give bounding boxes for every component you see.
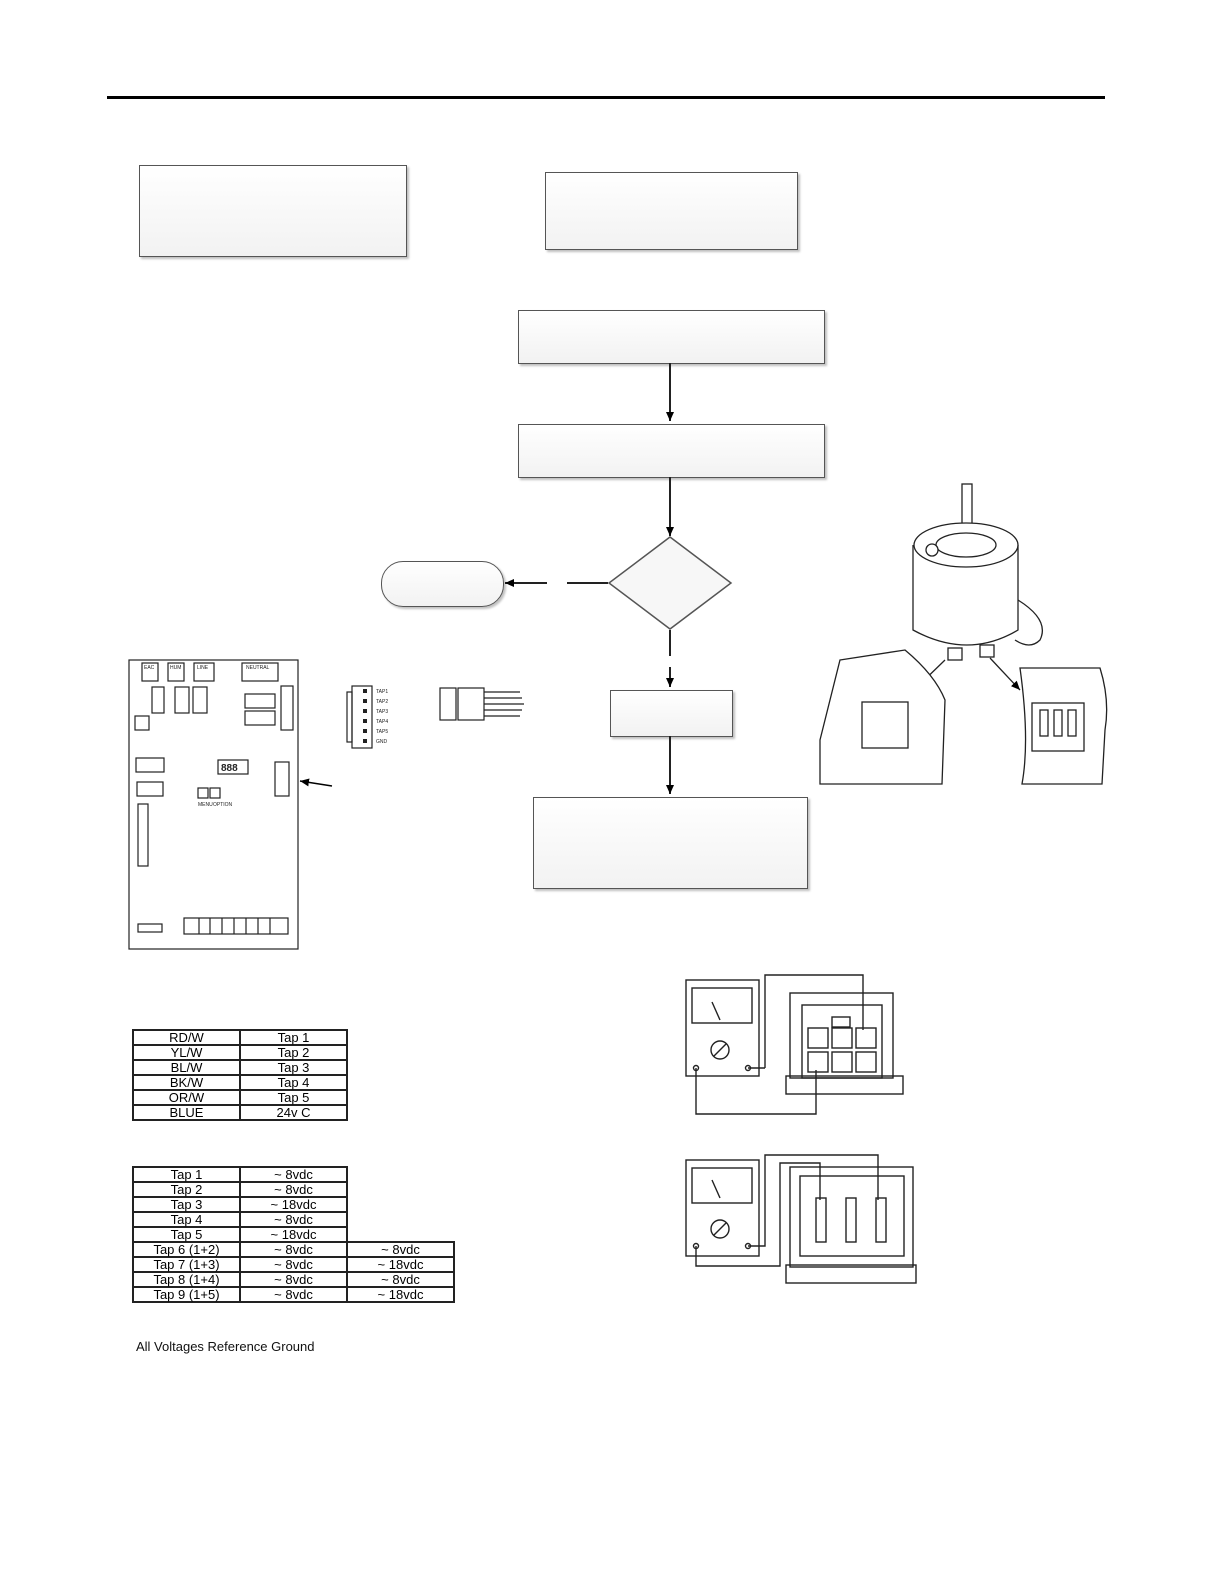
control-board	[128, 659, 299, 950]
table-row: Tap 6 (1+2)~ 8vdc~ 8vdc	[132, 1241, 455, 1258]
voltage-cell-2	[346, 1167, 454, 1182]
tap-cell: Tap 4	[239, 1074, 348, 1091]
connector-pin-label: GND	[376, 739, 388, 745]
flow-box-top-left	[139, 165, 407, 257]
connector-pin	[363, 719, 367, 723]
wire-color-cell: OR/W	[132, 1089, 241, 1106]
tap-cell: Tap 3	[239, 1059, 348, 1076]
flow-step-1	[518, 310, 825, 364]
connector-pin	[363, 699, 367, 703]
tap-name-cell: Tap 4	[132, 1211, 241, 1228]
table-row: Tap 5~ 18vdc	[132, 1226, 454, 1243]
wire-color-cell: BL/W	[132, 1059, 241, 1076]
tap-cell: Tap 2	[239, 1044, 348, 1061]
board-label-neutral: NEUTRAL	[246, 665, 270, 671]
table-row: Tap 3~ 18vdc	[132, 1196, 454, 1213]
voltage-cell: ~ 18vdc	[239, 1226, 348, 1243]
board-label-line: LINE	[197, 665, 209, 671]
tap-name-cell: Tap 7 (1+3)	[132, 1256, 241, 1273]
voltage-cell: ~ 18vdc	[239, 1196, 348, 1213]
connector-pin-label: TAP5	[376, 729, 388, 735]
connector-pin-label: TAP1	[376, 689, 388, 695]
connector-pin-label: TAP4	[376, 719, 388, 725]
voltage-cell: ~ 8vdc	[239, 1166, 348, 1183]
voltage-cell: ~ 8vdc	[239, 1241, 348, 1258]
voltage-cell-2: ~ 18vdc	[346, 1256, 455, 1273]
connector-pin	[363, 739, 367, 743]
meter-test-1	[685, 974, 904, 1115]
wire-color-cell: BK/W	[132, 1074, 241, 1091]
header-rule	[107, 96, 1105, 99]
tap-name-cell: Tap 5	[132, 1226, 241, 1243]
tap-name-cell: Tap 8 (1+4)	[132, 1271, 241, 1288]
voltage-cell-2: ~ 18vdc	[346, 1286, 455, 1303]
voltage-cell: ~ 8vdc	[239, 1271, 348, 1288]
tap-name-cell: Tap 6 (1+2)	[132, 1241, 241, 1258]
connector-pin-label: TAP3	[376, 709, 388, 715]
voltage-cell-2	[346, 1212, 454, 1227]
tap-cell: Tap 5	[239, 1089, 348, 1106]
board-label-option: OPTION	[213, 802, 233, 808]
voltage-cell-2	[346, 1197, 454, 1212]
voltage-cell: ~ 8vdc	[239, 1256, 348, 1273]
tap-name-cell: Tap 3	[132, 1196, 241, 1213]
flow-arrows	[505, 363, 674, 794]
flow-step-2	[518, 424, 825, 478]
table-row: Tap 2~ 8vdc	[132, 1181, 454, 1198]
voltage-cell-2	[346, 1182, 454, 1197]
table-row: Tap 4~ 8vdc	[132, 1211, 454, 1228]
voltage-cell-2	[346, 1227, 454, 1242]
voltage-cell-2: ~ 8vdc	[346, 1271, 455, 1288]
tap-name-cell: Tap 1	[132, 1166, 241, 1183]
tap-name-cell: Tap 2	[132, 1181, 241, 1198]
tap-cell: Tap 1	[239, 1029, 348, 1046]
table-row: Tap 9 (1+5)~ 8vdc~ 18vdc	[132, 1286, 455, 1303]
flow-step-3	[610, 690, 733, 737]
table-row: Tap 1~ 8vdc	[132, 1166, 454, 1183]
tap-cell: 24v C	[239, 1104, 348, 1121]
wire-color-cell: BLUE	[132, 1104, 241, 1121]
table-row: Tap 7 (1+3)~ 8vdc~ 18vdc	[132, 1256, 455, 1273]
voltage-cell-2: ~ 8vdc	[346, 1241, 455, 1258]
voltage-cell: ~ 8vdc	[239, 1286, 348, 1303]
table-row: Tap 8 (1+4)~ 8vdc~ 8vdc	[132, 1271, 455, 1288]
blower-motor	[819, 483, 1108, 785]
decision-diamond	[607, 536, 733, 630]
connector-pin	[363, 729, 367, 733]
board-display: 888	[221, 763, 238, 774]
tap-name-cell: Tap 9 (1+5)	[132, 1286, 241, 1303]
wire-color-cell: RD/W	[132, 1029, 241, 1046]
flow-box-top-right	[545, 172, 798, 250]
connector-pin	[363, 689, 367, 693]
meter-test-2	[685, 1154, 917, 1284]
board-label-menu: MENU	[198, 802, 213, 808]
tap-connector	[346, 685, 524, 749]
voltage-cell: ~ 8vdc	[239, 1211, 348, 1228]
wire-color-cell: YL/W	[132, 1044, 241, 1061]
connector-pin-label: TAP2	[376, 699, 388, 705]
flow-step-4	[533, 797, 808, 889]
flow-terminal	[381, 561, 504, 607]
voltage-cell: ~ 8vdc	[239, 1181, 348, 1198]
board-label-hum: HUM	[170, 665, 181, 671]
voltage-reference-note: All Voltages Reference Ground	[136, 1339, 315, 1354]
board-label-eac: EAC	[144, 665, 155, 671]
connector-pin	[363, 709, 367, 713]
